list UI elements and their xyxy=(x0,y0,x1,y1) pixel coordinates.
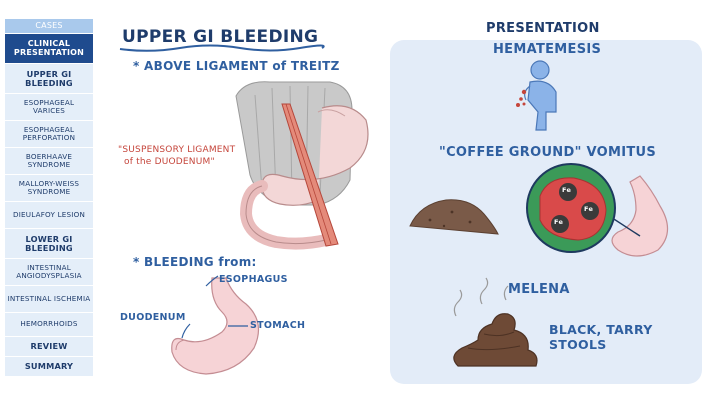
coffee-ground-label: "COFFEE GROUND" VOMITUS xyxy=(439,145,657,160)
title-underline xyxy=(119,44,325,52)
stool-illustration xyxy=(453,277,538,367)
sidebar-item-review[interactable]: REVIEW xyxy=(5,337,93,357)
stools-line1: BLACK, TARRY xyxy=(549,322,653,337)
page-title: UPPER GI BLEEDING xyxy=(122,27,319,47)
iron-symbol-1: Fe xyxy=(562,186,572,194)
black-tarry-stools-label: BLACK, TARRY STOOLS xyxy=(549,322,653,352)
sidebar-item-boerhaave-syndrome[interactable]: BOERHAAVE SYNDROME xyxy=(5,148,93,175)
stomach-illustration xyxy=(171,275,260,375)
presentation-title: PRESENTATION xyxy=(486,21,600,36)
ligament-label-line1: "SUSPENSORY LIGAMENT xyxy=(118,145,236,155)
sidebar-item-hemorrhoids[interactable]: HEMORRHOIDS xyxy=(5,313,93,337)
sidebar-item-upper-gi-bleeding[interactable]: UPPER GI BLEEDING xyxy=(5,64,93,94)
label-duodenum: DUODENUM xyxy=(120,312,186,323)
sidebar-nav: CASES CLINICAL PRESENTATION UPPER GI BLE… xyxy=(5,19,93,385)
sidebar-item-summary[interactable]: SUMMARY xyxy=(5,357,93,377)
sidebar-item-dieulafoy-lesion[interactable]: DIEULAFOY LESION xyxy=(5,202,93,229)
stools-line2: STOOLS xyxy=(549,337,607,352)
sidebar-item-mallory-weiss-syndrome[interactable]: MALLORY-WEISS SYNDROME xyxy=(5,175,93,202)
sidebar-item-clinical-presentation[interactable]: CLINICAL PRESENTATION xyxy=(5,34,93,64)
iron-symbol-2: Fe xyxy=(584,205,594,213)
sidebar-item-esophageal-perforation[interactable]: ESOPHAGEAL PERFORATION xyxy=(5,121,93,148)
ligament-label-line2: of the DUODENUM" xyxy=(124,157,215,167)
duodenum-anatomy-illustration xyxy=(235,81,369,250)
label-stomach: STOMACH xyxy=(250,320,306,331)
sidebar-header-cases[interactable]: CASES xyxy=(5,19,93,34)
sidebar-item-intestinal-ischemia[interactable]: INTESTINAL ISCHEMIA xyxy=(5,286,93,313)
sidebar-item-intestinal-angiodysplasia[interactable]: INTESTINAL ANGIODYSPLASIA xyxy=(5,259,93,286)
hematemesis-label: HEMATEMESIS xyxy=(493,42,602,57)
iron-symbol-3: Fe xyxy=(554,218,564,226)
hematemesis-person-illustration xyxy=(516,60,557,131)
ligament-label: "SUSPENSORY LIGAMENT of the DUODENUM" xyxy=(118,144,235,168)
note-bleeding-from: * BLEEDING from: xyxy=(133,255,257,269)
melena-label: MELENA xyxy=(508,282,570,297)
coffee-ground-illustration xyxy=(409,163,669,257)
sidebar-item-lower-gi-bleeding[interactable]: LOWER GI BLEEDING xyxy=(5,229,93,259)
sidebar-item-esophageal-varices[interactable]: ESOPHAGEAL VARICES xyxy=(5,94,93,121)
label-esophagus: ESOPHAGUS xyxy=(219,274,288,285)
note-above-ligament: * ABOVE LIGAMENT of TREITZ xyxy=(133,59,340,73)
